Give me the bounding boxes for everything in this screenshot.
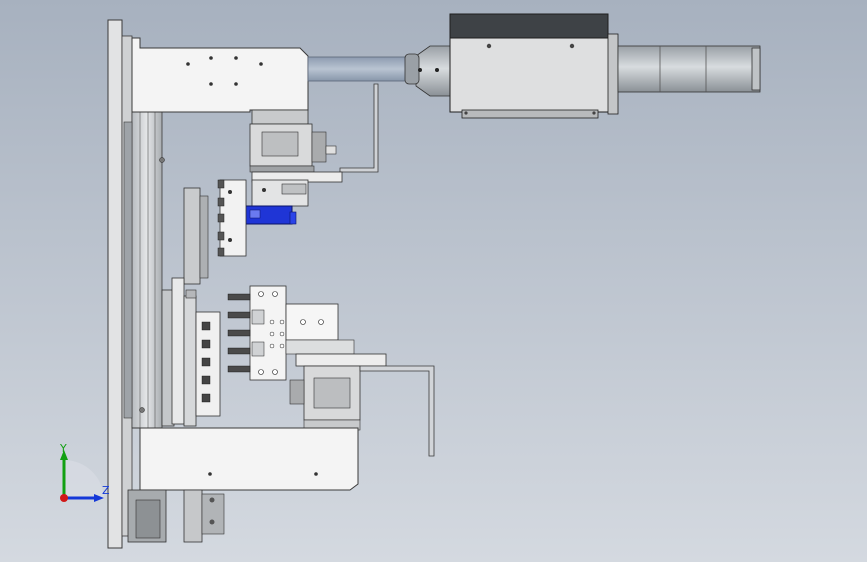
upper-wire-bracket [339, 83, 379, 173]
y-axis-label: Y [59, 442, 67, 455]
top-arm-plate [131, 37, 309, 113]
camera-assembly [404, 13, 761, 119]
lower-wire-bracket [359, 365, 435, 457]
z-axis-label: Z [102, 484, 110, 497]
bottom-motor [127, 489, 225, 543]
upper-gripper [251, 171, 343, 207]
upper-fixture [183, 179, 247, 285]
upper-slide-block [249, 109, 337, 173]
clamp-array [227, 285, 355, 381]
lower-slide-block [289, 353, 387, 431]
triad-shade [64, 460, 104, 500]
support-rod [307, 56, 417, 82]
axis-triad: Y Z [59, 442, 110, 502]
highlighted-component[interactable] [237, 205, 297, 225]
bottom-arm-plate [132, 427, 359, 491]
linear-rail [123, 111, 165, 429]
center-fixture-column [161, 277, 221, 427]
